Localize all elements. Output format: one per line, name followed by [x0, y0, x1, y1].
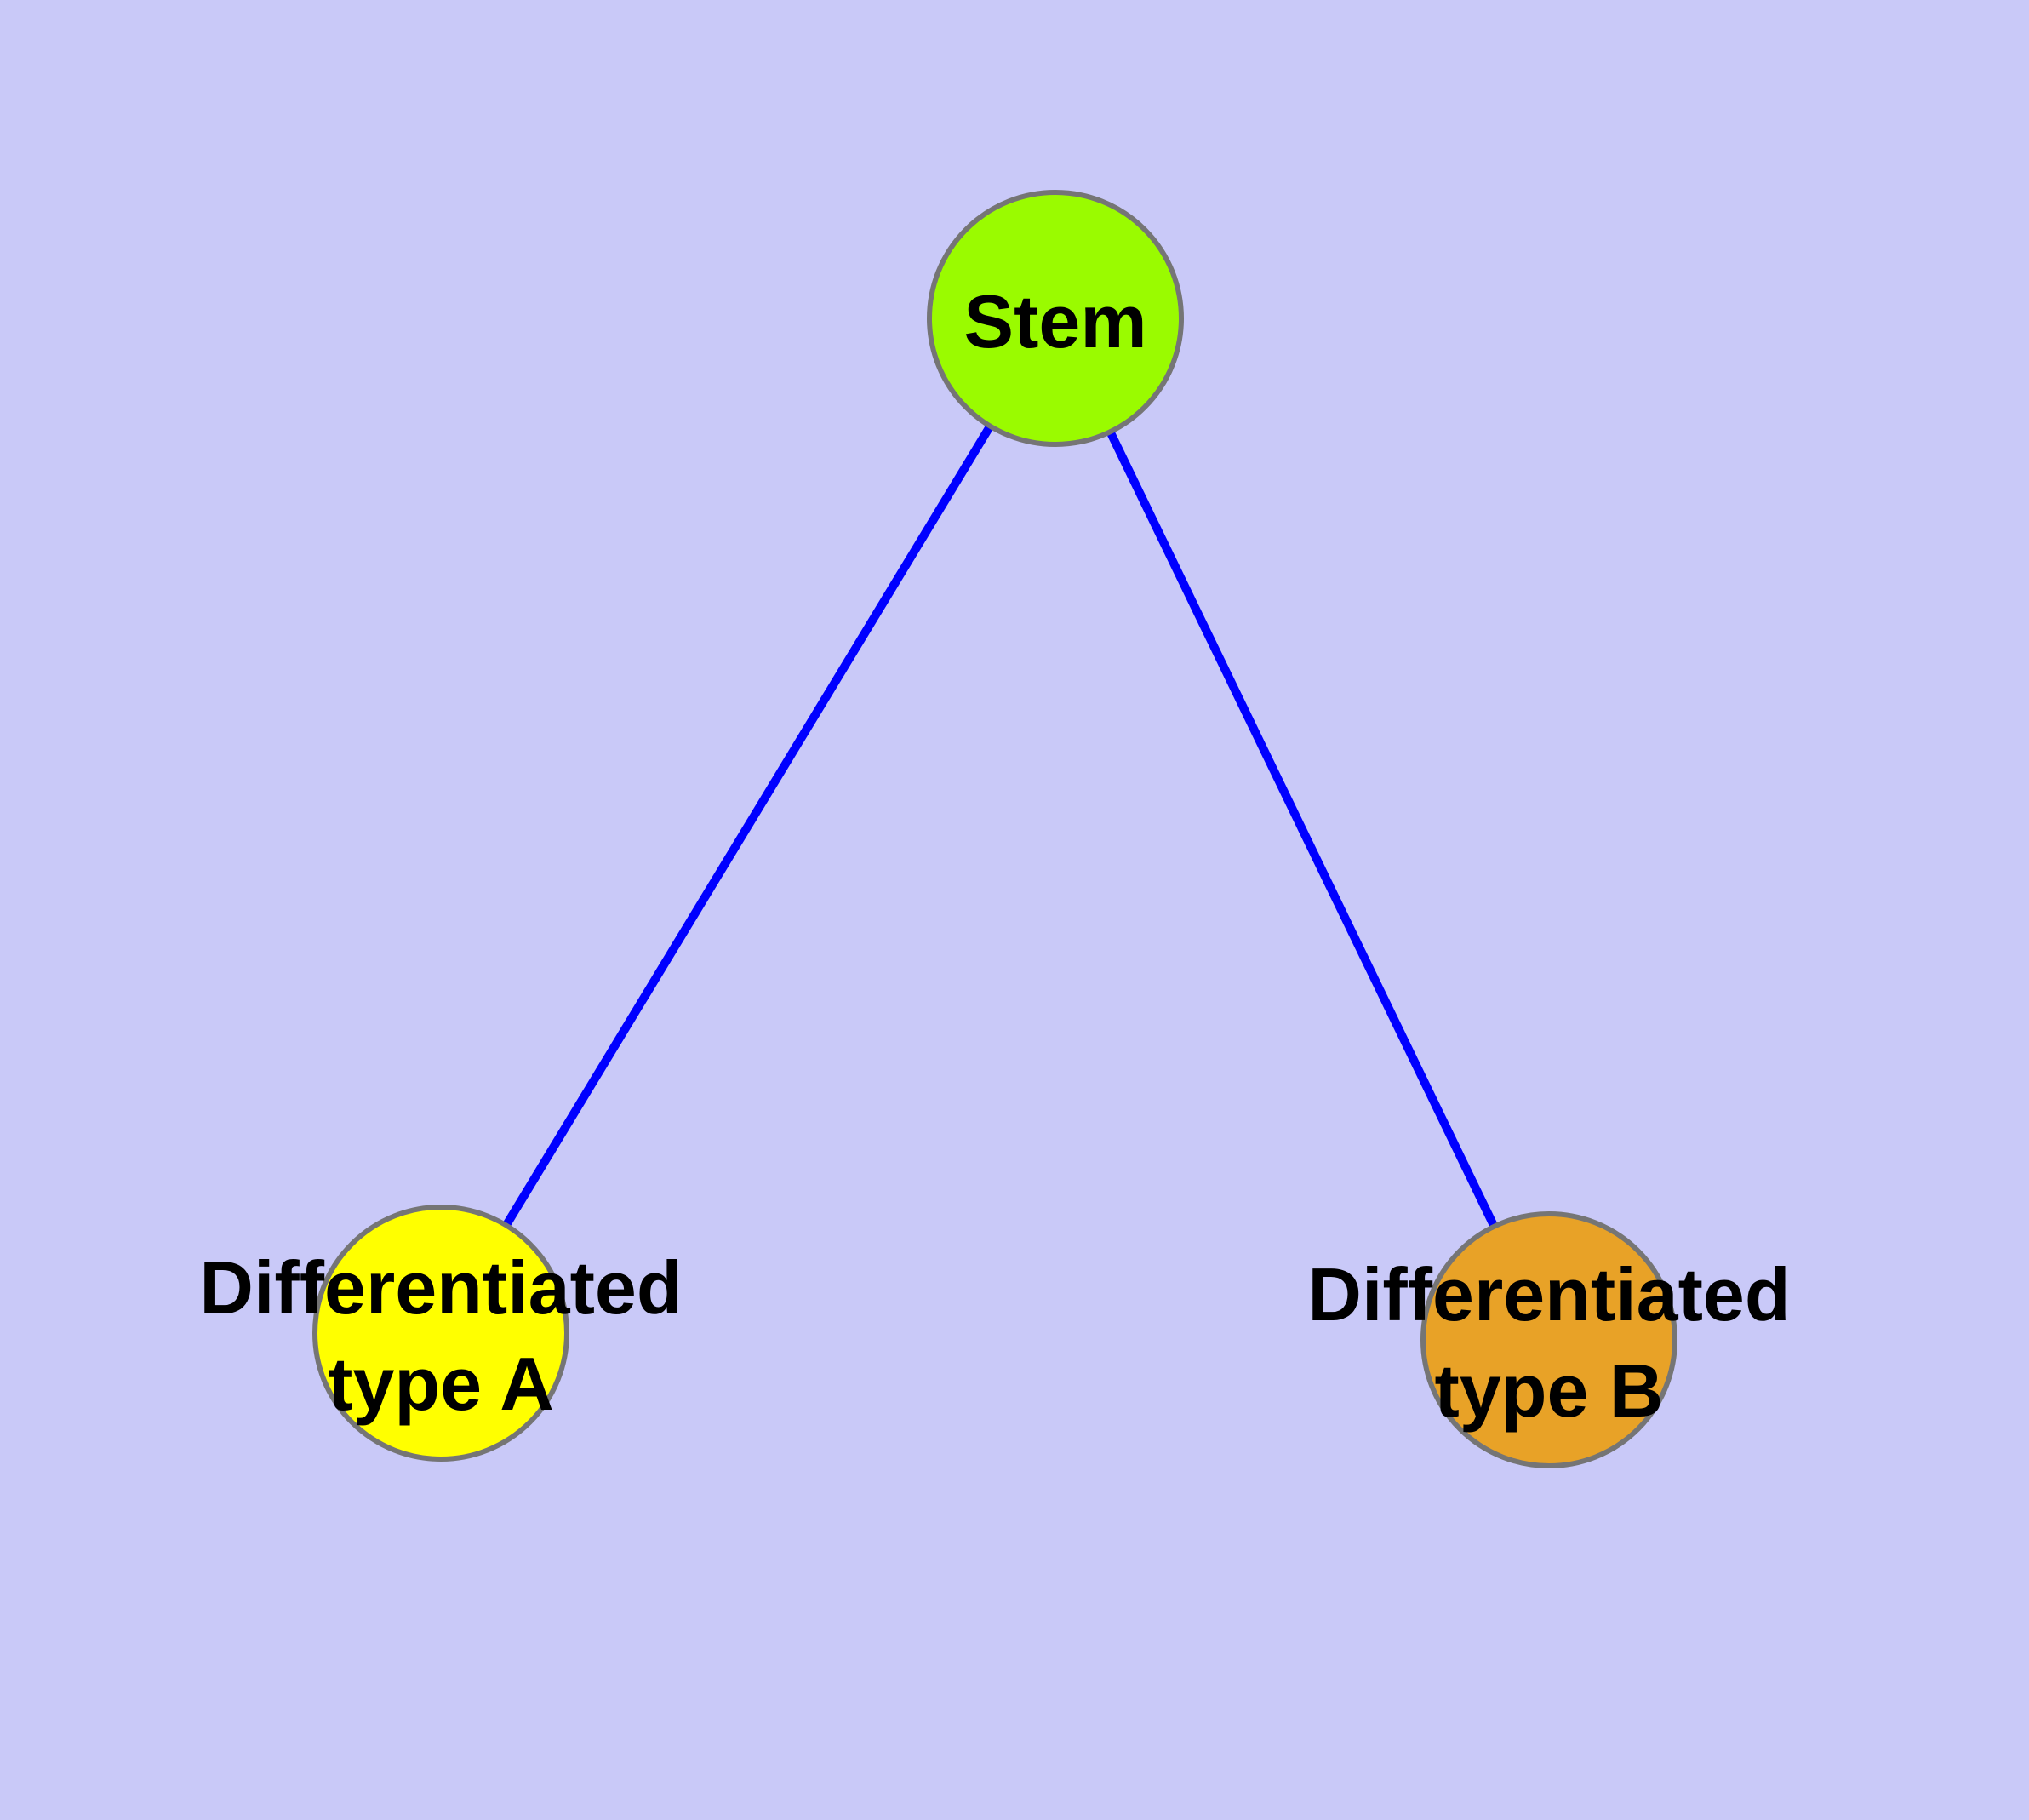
- node-stem-label: Stem: [963, 279, 1146, 363]
- node-stem: Stem: [927, 190, 1184, 447]
- node-stem-circle: [927, 190, 1184, 447]
- edge-stem-to-type-b: [1051, 316, 1553, 1342]
- node-type-b-label-line1: Differentiated: [1307, 1252, 1790, 1336]
- node-type-a-label-line2: type A: [328, 1342, 554, 1426]
- edge-stem-to-type-a: [437, 316, 1060, 1336]
- node-type-a-label-line1: Differentiated: [199, 1245, 682, 1330]
- node-type-a-circle: [312, 1205, 569, 1462]
- node-type-b-circle: [1420, 1211, 1677, 1468]
- node-type-b-label-line2: type B: [1435, 1348, 1664, 1433]
- node-differentiated-type-b: Differentiated type B: [1307, 1211, 1791, 1468]
- node-differentiated-type-a: Differentiated type A: [199, 1205, 683, 1462]
